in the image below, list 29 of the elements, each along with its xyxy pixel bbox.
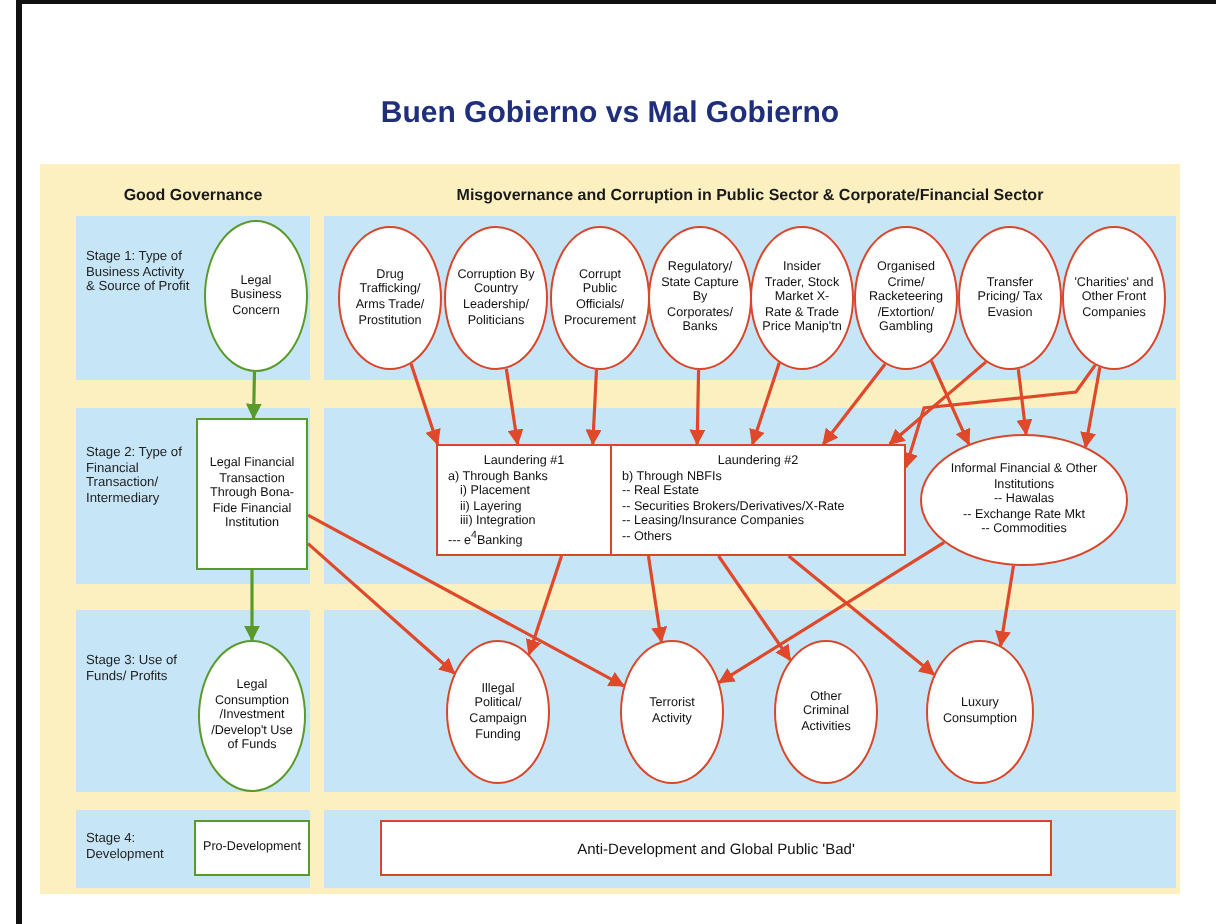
arrow [749, 362, 781, 446]
arrow [787, 554, 936, 676]
arrow [718, 540, 946, 684]
arrow [1080, 367, 1102, 449]
arrow [244, 570, 260, 642]
arrow [646, 555, 668, 644]
arrow [689, 369, 706, 446]
arrow [585, 369, 602, 446]
arrow [306, 542, 456, 675]
arrow [504, 368, 524, 446]
arrow [822, 363, 887, 446]
arrow [409, 363, 441, 446]
process-box [380, 820, 1052, 876]
arrow [307, 513, 625, 688]
title: Buen Gobierno vs Mal Gobierno [378, 96, 842, 130]
process-box [436, 444, 612, 556]
arrow [245, 371, 262, 420]
column-heading: Misgovernance and Corruption in Public Sector & Corporate/Financial Sector [454, 186, 1046, 205]
arrow [1016, 368, 1033, 436]
column-heading: Good Governance [121, 186, 265, 205]
arrow [526, 555, 564, 656]
process-box [196, 418, 308, 570]
arrow [902, 364, 1097, 469]
process-box [194, 820, 310, 876]
arrow [717, 555, 792, 662]
arrow [929, 360, 971, 446]
arrow [995, 565, 1016, 648]
process-box [610, 444, 906, 556]
arrow [888, 360, 988, 446]
